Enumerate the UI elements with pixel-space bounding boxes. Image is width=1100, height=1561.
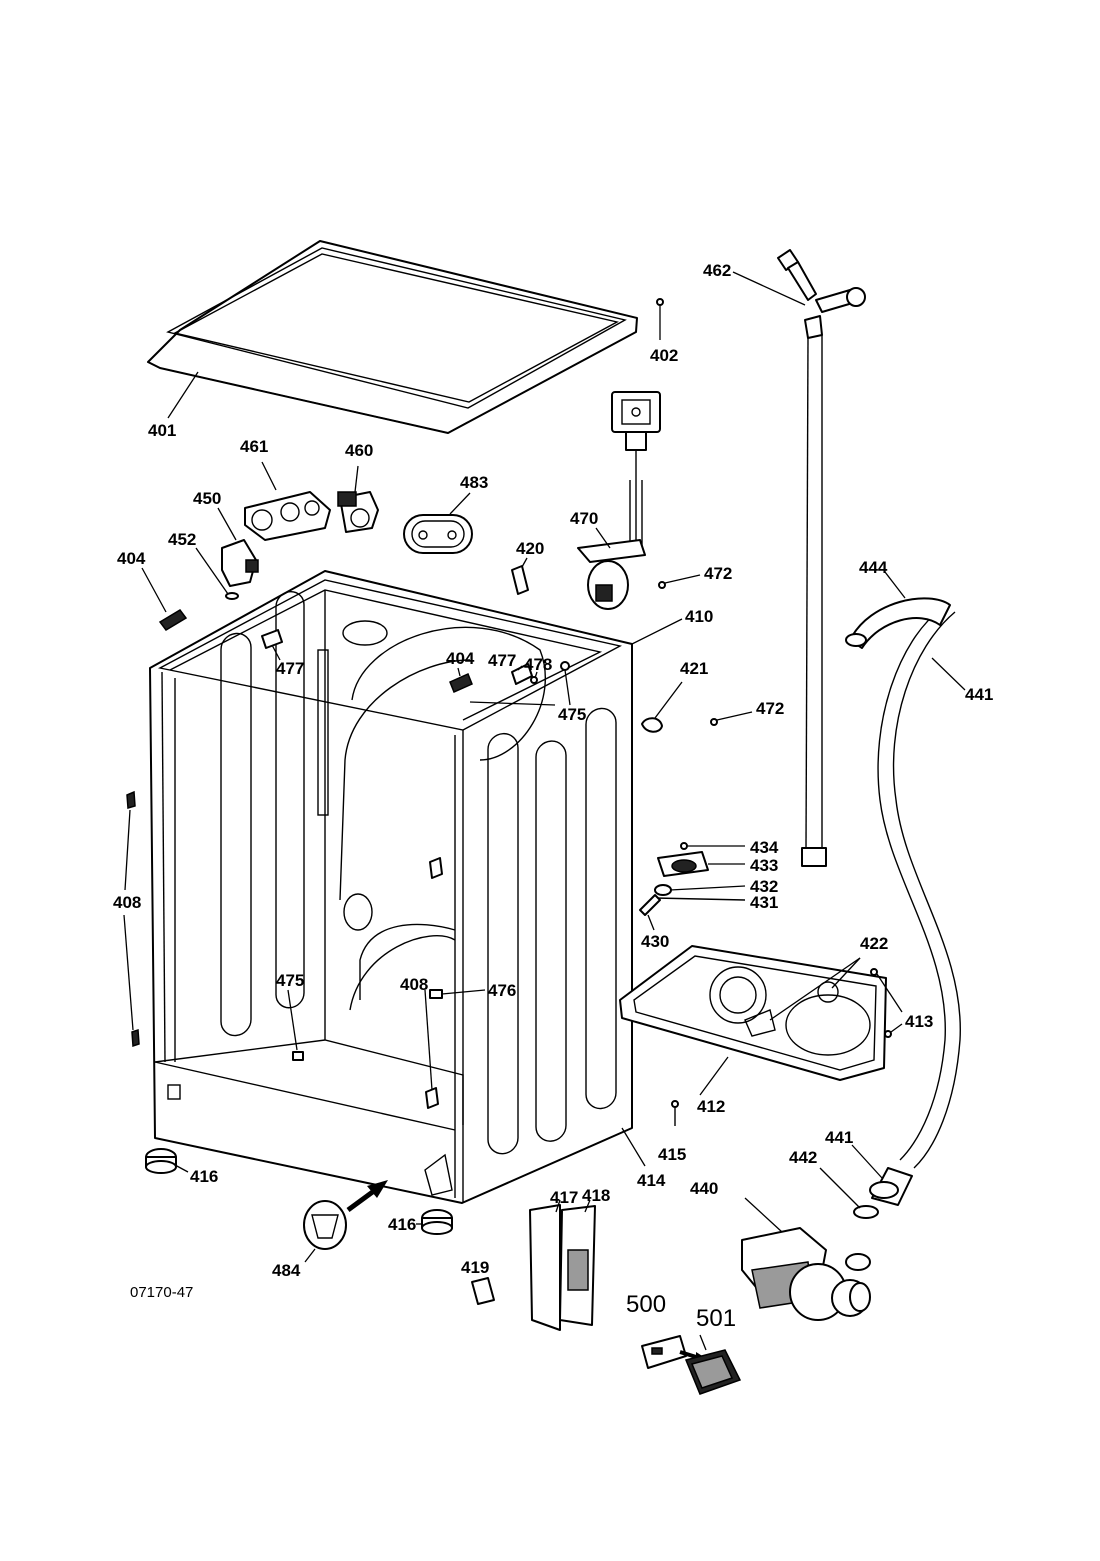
label-441-bottom: 441 [825, 1128, 853, 1147]
part-483-seal [403, 492, 473, 554]
label-450: 450 [193, 489, 221, 508]
label-402: 402 [650, 346, 678, 365]
label-420: 420 [516, 539, 544, 558]
label-416-right: 416 [388, 1215, 416, 1234]
label-414: 414 [637, 1171, 666, 1190]
diagram-reference-number: 07170-47 [130, 1284, 193, 1301]
label-444: 444 [859, 558, 888, 577]
part-416-foot-left [145, 1148, 189, 1174]
part-421-clip [641, 681, 683, 733]
part-452-clip [195, 547, 239, 600]
part-402-screw [656, 298, 664, 340]
label-475-bottom: 475 [276, 971, 304, 990]
part-472-screw-a [658, 574, 701, 589]
part-501-connector [684, 1334, 742, 1395]
part-418-board [559, 1199, 596, 1326]
label-461: 461 [240, 437, 268, 456]
part-420-hook [511, 557, 529, 595]
label-401: 401 [148, 421, 176, 440]
label-413: 413 [905, 1012, 933, 1031]
part-475-fastener-top [469, 661, 571, 706]
label-431: 431 [750, 893, 778, 912]
label-501: 501 [696, 1305, 736, 1332]
part-434-screw [680, 842, 745, 850]
part-462-inlet-hose [732, 249, 866, 867]
arrow-icon [346, 1180, 388, 1213]
label-500: 500 [626, 1291, 666, 1318]
label-408-center: 408 [400, 975, 428, 994]
part-500-connector [641, 1335, 687, 1369]
label-462: 462 [703, 261, 731, 280]
label-441-top: 441 [965, 685, 993, 704]
label-415: 415 [658, 1145, 686, 1164]
label-472-a: 472 [704, 564, 732, 583]
label-421: 421 [680, 659, 708, 678]
label-477-right: 477 [488, 651, 516, 670]
part-461-valve [244, 461, 331, 541]
label-476: 476 [488, 981, 516, 1000]
part-416-foot-right [416, 1209, 453, 1235]
label-432: 432 [750, 877, 778, 896]
label-452: 452 [168, 530, 196, 549]
part-413-screws [870, 968, 903, 1038]
part-475-fastener-bottom [287, 989, 304, 1061]
part-470-power-cord [577, 391, 661, 610]
part-408-clips [123, 790, 443, 1109]
part-labels: 401 402 461 460 483 450 452 404 470 420 … [113, 261, 993, 1332]
label-434: 434 [750, 838, 779, 857]
label-430: 430 [641, 932, 669, 951]
label-478: 478 [524, 655, 552, 674]
label-412: 412 [697, 1097, 725, 1116]
part-477-bracket-left [261, 629, 283, 661]
label-404-left: 404 [117, 549, 146, 568]
part-450-module [217, 507, 259, 587]
part-440-drain-pump [741, 1197, 871, 1321]
part-404-clip-center [449, 667, 473, 694]
leader-410 [631, 618, 683, 645]
label-460: 460 [345, 441, 373, 460]
label-433: 433 [750, 856, 778, 875]
label-422: 422 [860, 934, 888, 953]
part-476-clip [429, 989, 486, 999]
label-470: 470 [570, 509, 598, 528]
part-477-bracket-right [511, 663, 533, 685]
label-419: 419 [461, 1258, 489, 1277]
label-440: 440 [690, 1179, 718, 1198]
leader-414 [621, 1127, 646, 1167]
part-484-cap [303, 1200, 347, 1263]
label-410: 410 [685, 607, 713, 626]
label-416-left: 416 [190, 1167, 218, 1186]
part-472-screw-b [710, 711, 753, 726]
part-432-sensor [654, 884, 746, 896]
label-404-center: 404 [446, 649, 475, 668]
part-460-valve [337, 465, 379, 533]
label-484: 484 [272, 1261, 301, 1280]
label-477-left: 477 [276, 659, 304, 678]
part-410-cabinet [149, 570, 633, 1204]
part-419-filter-tag [471, 1277, 495, 1305]
leader-401 [167, 371, 199, 419]
part-441-drain-hose [845, 571, 966, 1206]
part-412-base-pan [619, 945, 887, 1096]
part-417-board [529, 1199, 561, 1331]
part-442-clamp [819, 1167, 879, 1219]
part-431-rod [654, 897, 746, 901]
part-415-screw [671, 1100, 679, 1126]
label-472-b: 472 [756, 699, 784, 718]
part-478-screw [530, 671, 538, 684]
part-430-heater [639, 894, 661, 931]
part-433-gasket [657, 851, 745, 877]
label-408-left: 408 [113, 893, 141, 912]
label-442: 442 [789, 1148, 817, 1167]
label-418: 418 [582, 1186, 610, 1205]
label-483: 483 [460, 473, 488, 492]
part-404-clip-left [141, 567, 188, 631]
label-417: 417 [550, 1188, 578, 1207]
part-401-top-cover [147, 240, 638, 434]
label-475-top: 475 [558, 705, 586, 724]
